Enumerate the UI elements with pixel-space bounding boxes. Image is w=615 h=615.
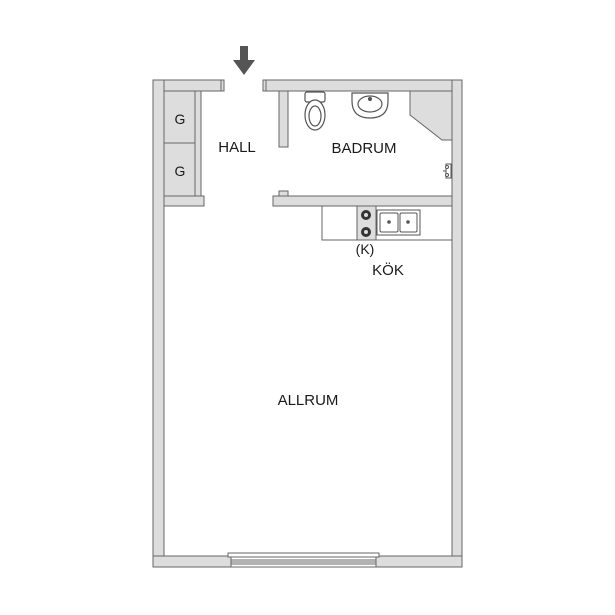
kitchen-sink-icon bbox=[376, 209, 421, 236]
room-label-allrum: ALLRUM bbox=[278, 392, 339, 409]
balcony-window-icon bbox=[227, 552, 380, 568]
shower-faucet-icon bbox=[443, 163, 452, 179]
room-label-kok: KÖK bbox=[372, 261, 404, 279]
entrance-arrow-icon bbox=[233, 46, 255, 75]
entrance-door-frame bbox=[220, 79, 267, 92]
stove-burners-icon bbox=[356, 205, 377, 241]
closet-block bbox=[163, 90, 196, 197]
installation-shaft bbox=[409, 90, 453, 141]
room-label-badrum: BADRUM bbox=[331, 140, 396, 157]
closet-label-2: G bbox=[175, 163, 186, 179]
exterior-walls bbox=[152, 79, 463, 568]
bathroom-sink-icon bbox=[351, 92, 389, 119]
closet-label-1: G bbox=[175, 111, 186, 127]
room-label-hall: HALL bbox=[218, 139, 256, 156]
stove-marker-label: (K) bbox=[356, 241, 375, 257]
toilet-icon bbox=[304, 91, 326, 131]
